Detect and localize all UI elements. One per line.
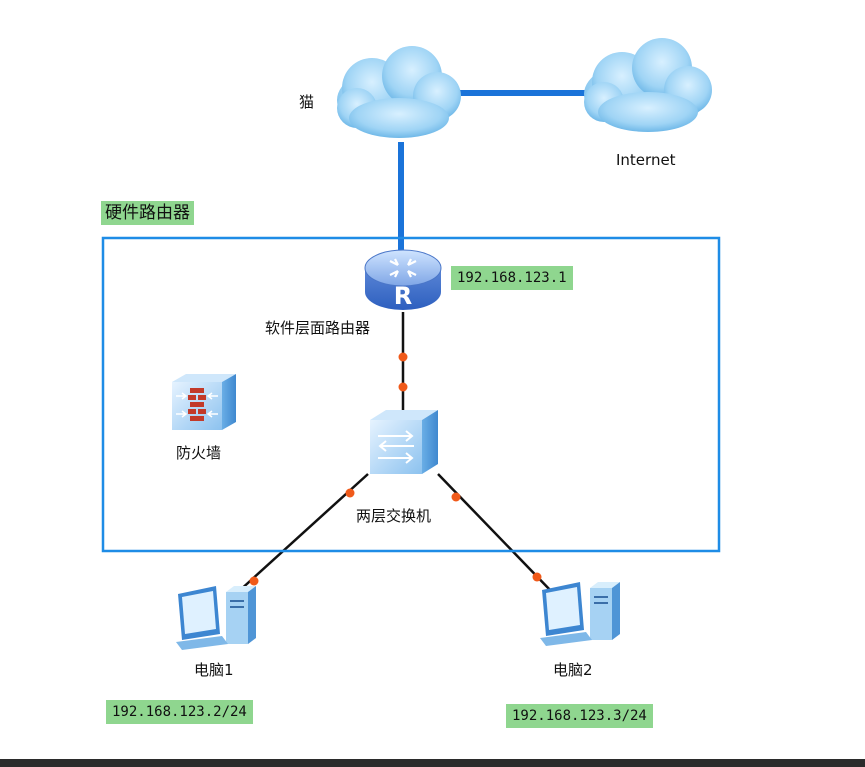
port-dot — [398, 352, 408, 362]
port-dot — [398, 382, 408, 392]
port-dot — [345, 488, 355, 498]
pc1-ip: 192.168.123.2/24 — [106, 700, 253, 724]
internet-label: Internet — [616, 151, 676, 169]
router-ip: 192.168.123.1 — [451, 266, 573, 290]
hardware-router-box — [101, 236, 721, 553]
pc-icon — [540, 582, 620, 646]
router-letter: R — [394, 282, 412, 310]
firewall-icon — [172, 374, 236, 430]
hardware-router-title: 硬件路由器 — [101, 201, 194, 225]
pc2-ip: 192.168.123.3/24 — [506, 704, 653, 728]
port-dot — [451, 492, 461, 502]
router-icon: R — [364, 249, 442, 310]
software-router-label: 软件层面路由器 — [265, 319, 371, 337]
modem-label: 猫 — [299, 93, 315, 111]
firewall-label: 防火墙 — [176, 444, 222, 462]
pc2-label: 电脑2 — [553, 661, 593, 679]
pc1-label: 电脑1 — [194, 661, 234, 679]
cloud-icon — [337, 46, 461, 138]
port-dot — [532, 572, 542, 582]
switch-icon — [370, 410, 438, 474]
pc-icon — [176, 586, 256, 650]
cloud-icon — [584, 38, 712, 132]
port-dot — [249, 576, 259, 586]
switch-label: 两层交换机 — [356, 507, 432, 525]
bottom-bar — [0, 759, 865, 767]
